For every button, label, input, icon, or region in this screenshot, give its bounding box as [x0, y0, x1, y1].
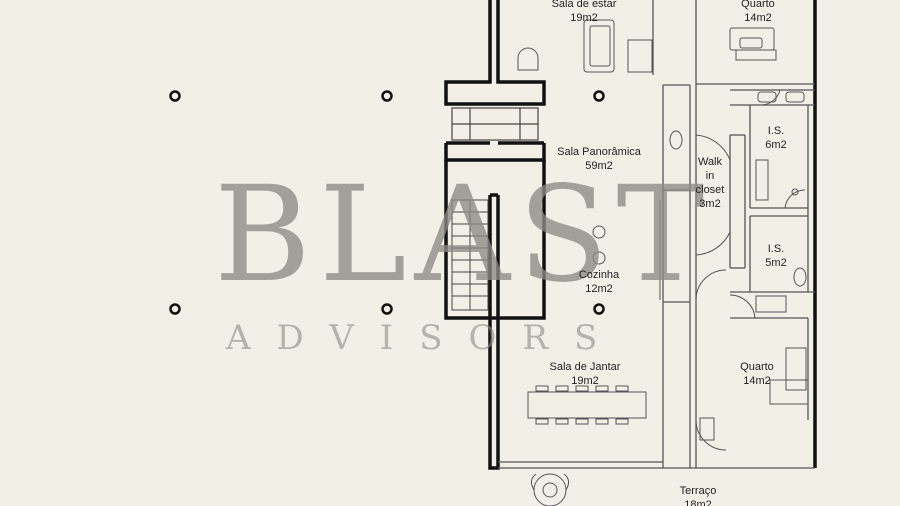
- furniture-quarto-top: [729, 27, 777, 61]
- structural-columns: [169, 90, 605, 315]
- room-name: I.S.: [767, 125, 785, 137]
- column: [381, 303, 393, 315]
- room-name: Quarto: [741, 0, 775, 10]
- room-quarto-bottom: Quarto 14m2: [726, 360, 788, 388]
- room-name: I.S.: [767, 243, 785, 255]
- furniture-sala-estar: [517, 19, 653, 73]
- room-area: 14m2: [744, 12, 772, 24]
- column: [593, 303, 605, 315]
- staircase: [451, 199, 489, 311]
- doors: [695, 89, 806, 451]
- interior-walls: [498, 0, 815, 469]
- room-name-line3: closet: [695, 184, 725, 196]
- room-name: Terraço: [679, 485, 717, 497]
- room-area: 6m2: [765, 139, 787, 151]
- terrace-plant: [530, 473, 570, 506]
- room-name: Sala de Jantar: [549, 361, 621, 373]
- room-quarto-top: Quarto 14m2: [718, 0, 798, 25]
- room-area: 19m2: [571, 375, 599, 387]
- room-walk-in-closet: Walk in closet 3m2: [690, 155, 730, 211]
- elevator: [451, 107, 539, 141]
- column: [169, 303, 181, 315]
- room-area: 3m2: [699, 198, 721, 210]
- column: [169, 90, 181, 102]
- room-name: Sala Panorâmica: [557, 146, 641, 158]
- exterior-walls: [444, 0, 817, 470]
- room-area: 18m2: [684, 499, 712, 506]
- room-sala-estar: Sala de estar 19m2: [536, 0, 632, 25]
- room-area: 5m2: [765, 257, 787, 269]
- room-sala-jantar: Sala de Jantar 19m2: [535, 360, 635, 388]
- room-terraco: Terraço 18m2: [662, 484, 734, 506]
- furniture-sala-jantar: [527, 385, 647, 425]
- furniture-quarto-bottom: [699, 347, 809, 441]
- room-name: Cozinha: [578, 269, 620, 281]
- room-cozinha: Cozinha 12m2: [566, 268, 632, 296]
- column: [381, 90, 393, 102]
- column: [593, 90, 605, 102]
- room-area: 12m2: [585, 283, 613, 295]
- room-is-bottom: I.S. 5m2: [752, 242, 800, 270]
- furniture-cozinha: [592, 200, 661, 300]
- room-is-top: I.S. 6m2: [752, 124, 800, 152]
- room-name: Sala de estar: [551, 0, 617, 10]
- bathroom-fixtures: [669, 91, 807, 313]
- room-name-line2: in: [705, 170, 715, 182]
- room-area: 59m2: [585, 160, 613, 172]
- room-name: Quarto: [740, 361, 774, 373]
- room-sala-panoramica: Sala Panorâmica 59m2: [548, 145, 650, 173]
- room-area: 19m2: [570, 12, 598, 24]
- room-area: 14m2: [743, 375, 771, 387]
- room-name-line1: Walk: [697, 156, 723, 168]
